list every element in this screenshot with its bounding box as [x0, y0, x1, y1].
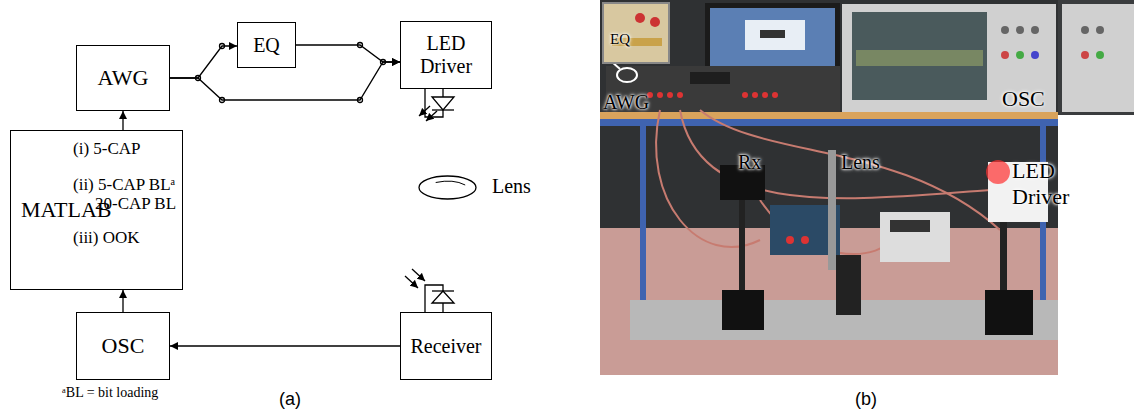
oscilloscope-part: [1016, 26, 1024, 34]
second-oscilloscope: [1062, 4, 1134, 112]
power-supplies-part: [801, 236, 809, 244]
photo-label: EQ: [610, 30, 630, 48]
awg-rack-part: [762, 92, 768, 98]
awg-rack-part: [617, 68, 637, 82]
led-symbol-part: [425, 89, 443, 117]
power-supplies-part: [880, 212, 950, 262]
photodiode-symbol-part: [405, 276, 418, 288]
oscilloscope-part: [1001, 51, 1009, 59]
power-supplies-part: [890, 220, 930, 232]
oscilloscope-part: [1031, 51, 1039, 59]
lens-outline: [418, 175, 477, 200]
oscilloscope-part: [856, 50, 983, 66]
photodiode-symbol-part: [442, 303, 443, 312]
second-oscilloscope-part: [1096, 26, 1104, 34]
oscilloscope: [842, 4, 1056, 112]
process-box: AWG: [76, 45, 170, 111]
oscilloscope-part: [1031, 26, 1039, 34]
process-box: MATLAB(i) 5-CAP(ii) 5-CAP BLᵃ20-CAP BL(i…: [10, 130, 183, 290]
node-title: OSC: [102, 333, 145, 358]
photo-background-part: [1058, 0, 1134, 115]
second-oscilloscope-part: [1081, 51, 1089, 59]
panel-label: (b): [855, 389, 877, 411]
photo-label: OSC: [1002, 86, 1045, 112]
lens-mount-part: [836, 255, 861, 315]
awg-rack-part: [677, 92, 683, 98]
led-driver-mount-part: [1000, 222, 1007, 294]
power-supplies-part: [786, 236, 794, 244]
photodiode-symbol-part: [432, 291, 454, 303]
oscilloscope-part: [1016, 51, 1024, 59]
lens-shape: [419, 176, 476, 199]
photo-label: LED Driver: [1012, 158, 1078, 211]
awg-rack-part: [690, 72, 730, 84]
node-text: (ii) 5-CAP BLᵃ: [73, 175, 175, 195]
connector-arrow: [296, 45, 400, 62]
lens-mount-part: [828, 150, 836, 270]
node-title: Lens: [492, 175, 531, 198]
process-box: OSC: [76, 312, 170, 380]
second-oscilloscope-part: [1096, 51, 1104, 59]
node-text: 20-CAP BL: [95, 194, 176, 214]
awg-rack-part: [657, 92, 663, 98]
receiver-mount-part: [722, 290, 764, 330]
node-title: EQ: [253, 34, 280, 57]
node-title: AWG: [98, 65, 149, 90]
table-part: [600, 119, 1058, 126]
table-part: [600, 112, 1058, 120]
led-symbol: [419, 89, 454, 121]
lens-highlight: [436, 181, 466, 185]
led-symbol-part: [426, 111, 437, 121]
lens-ellipse: Lens: [418, 175, 477, 200]
lens-mount: [828, 150, 861, 315]
laptop-part: [745, 20, 805, 50]
photodiode-symbol: [405, 269, 454, 312]
process-box: LED Driver: [400, 21, 492, 89]
awg-rack-part: [752, 92, 758, 98]
table-part: [640, 126, 646, 301]
eq-inset: [603, 3, 669, 63]
led-symbol-part: [442, 89, 443, 97]
awg-rack-part: [772, 92, 778, 98]
awg-rack-part: [667, 92, 673, 98]
connector-arrow: [170, 46, 237, 78]
second-oscilloscope-part: [1081, 26, 1089, 34]
eq-inset-part: [635, 13, 645, 23]
table: [600, 112, 1058, 340]
process-box: EQ: [237, 22, 296, 68]
photo-label: Lens: [841, 150, 880, 174]
panel-label: (a): [279, 389, 301, 411]
oscilloscope-part: [1001, 26, 1009, 34]
connector-arrow: [122, 290, 123, 312]
second-oscilloscope-part: [1062, 4, 1134, 112]
photo-label: Rx: [738, 150, 761, 174]
awg-rack-part: [742, 92, 748, 98]
process-box: Receiver: [400, 312, 492, 380]
node-title: Receiver: [410, 335, 481, 358]
connector-arrow: [122, 111, 123, 130]
led-driver-mount-part: [986, 160, 1010, 184]
oscilloscope-part: [852, 12, 987, 100]
led-symbol-part: [419, 106, 430, 116]
node-text: (i) 5-CAP: [73, 139, 141, 159]
photo-background: [600, 0, 1134, 375]
receiver-mount: [720, 165, 765, 330]
eq-inset-part: [603, 3, 669, 63]
oscilloscope-part: [842, 4, 1056, 112]
connector-arrow: [170, 345, 400, 346]
node-text: (iii) OOK: [73, 228, 140, 248]
power-supplies: [770, 205, 950, 262]
laptop-part: [760, 30, 785, 38]
led-symbol-part: [432, 97, 454, 110]
photo-label: AWG: [603, 90, 649, 114]
node-title: LED Driver: [411, 32, 481, 78]
led-driver-mount-part: [985, 290, 1033, 335]
receiver-mount-part: [739, 200, 745, 295]
photo-background-part: [600, 0, 1058, 375]
photodiode-symbol-part: [412, 269, 425, 281]
eq-inset-part: [650, 17, 660, 27]
footnote: ᵃBL = bit loading: [62, 385, 158, 402]
